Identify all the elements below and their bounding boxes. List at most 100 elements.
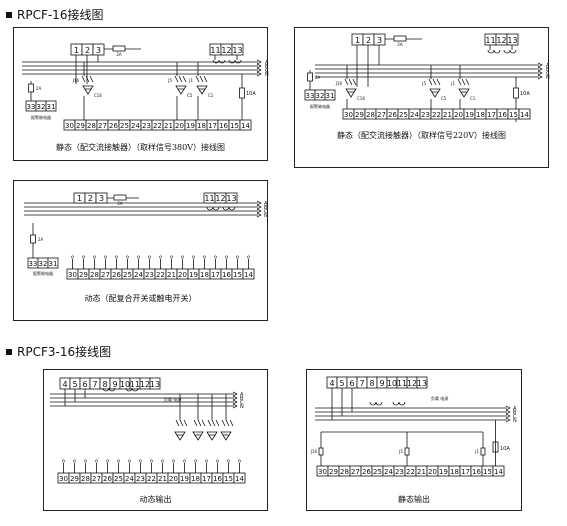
terminal-number: 20 bbox=[454, 111, 463, 119]
transformer-coil-icon bbox=[487, 49, 501, 54]
terminal-number: 18 bbox=[191, 475, 200, 483]
terminal-number: 15 bbox=[483, 468, 492, 476]
capacitor-icon bbox=[458, 88, 470, 98]
terminal-number: 16 bbox=[498, 111, 507, 119]
terminal-number: 5 bbox=[72, 380, 77, 389]
terminal-number: 28 bbox=[366, 111, 375, 119]
terminal-cell bbox=[492, 465, 505, 477]
phase-label: C bbox=[240, 400, 244, 406]
relay-label: J5 bbox=[421, 81, 426, 86]
terminal-number: 2 bbox=[88, 194, 93, 203]
signal-terminal-icon bbox=[181, 255, 184, 259]
capacitor-label: C1 bbox=[208, 93, 214, 98]
main-fuse-label: 10A bbox=[520, 91, 530, 97]
contact-blade bbox=[85, 75, 90, 83]
capacitor-triangle bbox=[192, 431, 204, 441]
terminal-number: 12 bbox=[407, 379, 417, 388]
signal-terminal-icon bbox=[93, 255, 96, 259]
switch-icon bbox=[175, 419, 188, 427]
transformer-coil-icon bbox=[102, 387, 116, 392]
bus-arrow-icon bbox=[505, 417, 511, 423]
section-title-text: RPCF3-16接线图 bbox=[17, 345, 112, 359]
capacitor-icon bbox=[175, 85, 187, 95]
transformer-coil-icon bbox=[222, 206, 236, 211]
signal-terminal-icon bbox=[150, 459, 153, 463]
signal-terminal-icon bbox=[205, 459, 208, 463]
transformer-coil-icon bbox=[125, 387, 139, 392]
contact-blade bbox=[199, 75, 204, 83]
terminal-number: 9 bbox=[112, 380, 117, 389]
phase-label: C bbox=[546, 71, 550, 77]
terminal-number: 28 bbox=[340, 468, 349, 476]
transformer-coil-icon bbox=[369, 401, 383, 406]
terminal-number: 30 bbox=[318, 468, 327, 476]
alarm-relay-label: 报警继电器 bbox=[31, 114, 51, 120]
terminal-number: 12 bbox=[140, 380, 150, 389]
bullet-square-icon bbox=[6, 348, 12, 355]
contact-blade bbox=[221, 419, 226, 427]
capacitor-icon bbox=[174, 431, 186, 441]
transformer-coil-icon bbox=[392, 401, 406, 406]
terminal-number: 14 bbox=[520, 111, 529, 119]
terminal-number: 15 bbox=[224, 475, 233, 483]
contact-blade bbox=[183, 419, 188, 427]
contact-blade bbox=[436, 78, 441, 86]
capacitor-label: C1 bbox=[470, 96, 476, 101]
switch-icon bbox=[221, 419, 234, 427]
contact-blade bbox=[201, 419, 206, 427]
terminal-number: 20 bbox=[175, 122, 184, 130]
terminal-number: 20 bbox=[428, 468, 437, 476]
capacitor-icon bbox=[196, 85, 208, 95]
signal-terminal-icon bbox=[148, 255, 151, 259]
terminal-number: 14 bbox=[241, 122, 250, 130]
terminal-number: 18 bbox=[450, 468, 459, 476]
terminal-cell bbox=[324, 89, 336, 101]
terminal-number: 19 bbox=[180, 475, 189, 483]
bus-arrow-icon bbox=[232, 391, 238, 397]
contactor-icon bbox=[428, 78, 441, 86]
fuse-label: 2A bbox=[117, 201, 123, 206]
terminal-number: 13 bbox=[150, 380, 160, 389]
terminal-number: 21 bbox=[443, 111, 452, 119]
fuse-label: 2A bbox=[36, 86, 42, 91]
terminal-number: 33 bbox=[27, 103, 36, 111]
capacitor-triangle bbox=[345, 88, 357, 98]
capacitor-icon bbox=[220, 431, 232, 441]
signal-terminal-icon bbox=[214, 255, 217, 259]
bus-arrow-icon bbox=[256, 67, 262, 73]
terminal-cell bbox=[92, 43, 105, 56]
transformer-coil-icon bbox=[503, 49, 517, 54]
capacitor-triangle bbox=[206, 431, 218, 441]
relay-label: J1 bbox=[474, 449, 479, 454]
contact-blade bbox=[182, 75, 187, 83]
contact-blade bbox=[344, 78, 349, 86]
terminal-number: 17 bbox=[487, 111, 496, 119]
terminal-number: 24 bbox=[410, 111, 419, 119]
terminal-number: 3 bbox=[377, 36, 382, 45]
terminal-number: 27 bbox=[377, 111, 386, 119]
terminal-number: 9 bbox=[379, 379, 384, 388]
phase-label: N bbox=[240, 404, 244, 410]
terminal-number: 13 bbox=[417, 379, 427, 388]
bus-arrow-icon bbox=[505, 413, 511, 419]
terminal-number: 24 bbox=[134, 271, 143, 279]
terminal-number: 13 bbox=[232, 46, 242, 55]
contact-blade bbox=[215, 419, 220, 427]
alarm-relay-label: 报警继电器 bbox=[310, 103, 330, 109]
contactor-icon bbox=[81, 75, 94, 83]
terminal-number: 3 bbox=[96, 46, 101, 55]
contact-blade bbox=[207, 419, 212, 427]
terminal-number: 26 bbox=[103, 475, 112, 483]
alarm-relay-label: 报警继电器 bbox=[33, 270, 53, 276]
diagram-caption: 静态（配交流接触器）（取样信号380V）接线图 bbox=[55, 143, 226, 152]
terminal-number: 26 bbox=[112, 271, 121, 279]
phase-label: A bbox=[240, 392, 244, 398]
section-title-rpcf16: RPCF-16接线图 bbox=[6, 6, 103, 23]
signal-terminal-icon bbox=[62, 459, 65, 463]
signal-terminal-icon bbox=[82, 255, 85, 259]
terminal-number: 30 bbox=[65, 122, 74, 130]
contact-blade bbox=[225, 419, 230, 427]
